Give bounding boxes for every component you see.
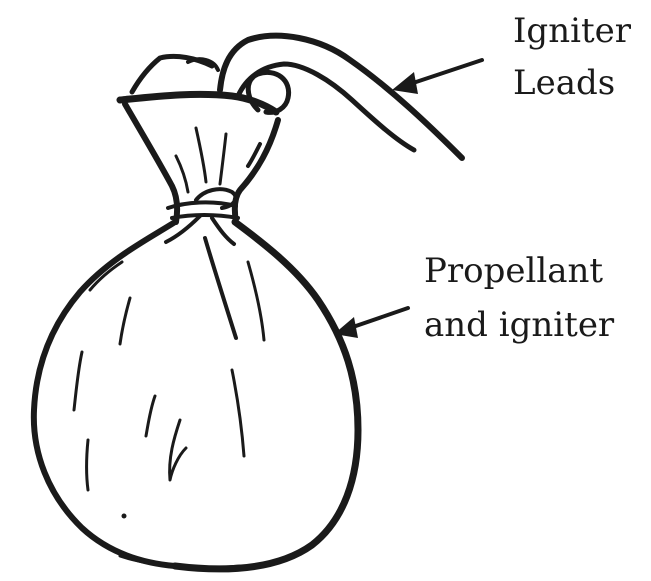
bag-crease-center [205,238,236,338]
igniter-leads-arrow [392,60,482,94]
tie-knot-loop [196,189,236,208]
bag-crease-1 [120,298,130,344]
propellant-arrow [334,308,408,338]
bag-speck [122,514,127,519]
bag-outline-right [175,222,358,569]
bag-top-flap [132,56,212,92]
bag-crease-3 [87,440,89,490]
neck-left-side [125,104,177,222]
bag-crease-4 [146,396,155,436]
tie-string-wrap-2 [172,215,238,218]
neck-pleat-3 [176,156,188,192]
bag-neck-and-tie [120,56,278,244]
igniter-leads-label-line1: Igniter [513,11,632,51]
igniter-leads-label-line2: Leads [513,63,615,103]
tie-knot-tail-2 [212,218,234,244]
igniter-lead-wire-1 [220,36,462,158]
bag-crease-8 [232,370,244,456]
propellant-label-line2: and igniter [424,305,615,345]
tie-knot-tail-1 [166,216,200,242]
bag-crease-6 [248,262,264,340]
propellant-label-line1: Propellant [424,251,603,291]
propellant-bag [34,222,358,569]
neck-right-side [235,120,278,222]
neck-pleat-2 [220,134,226,184]
bag-crease-2 [74,352,82,410]
bag-crease-5 [170,420,186,480]
neck-pleat-1 [196,128,206,182]
